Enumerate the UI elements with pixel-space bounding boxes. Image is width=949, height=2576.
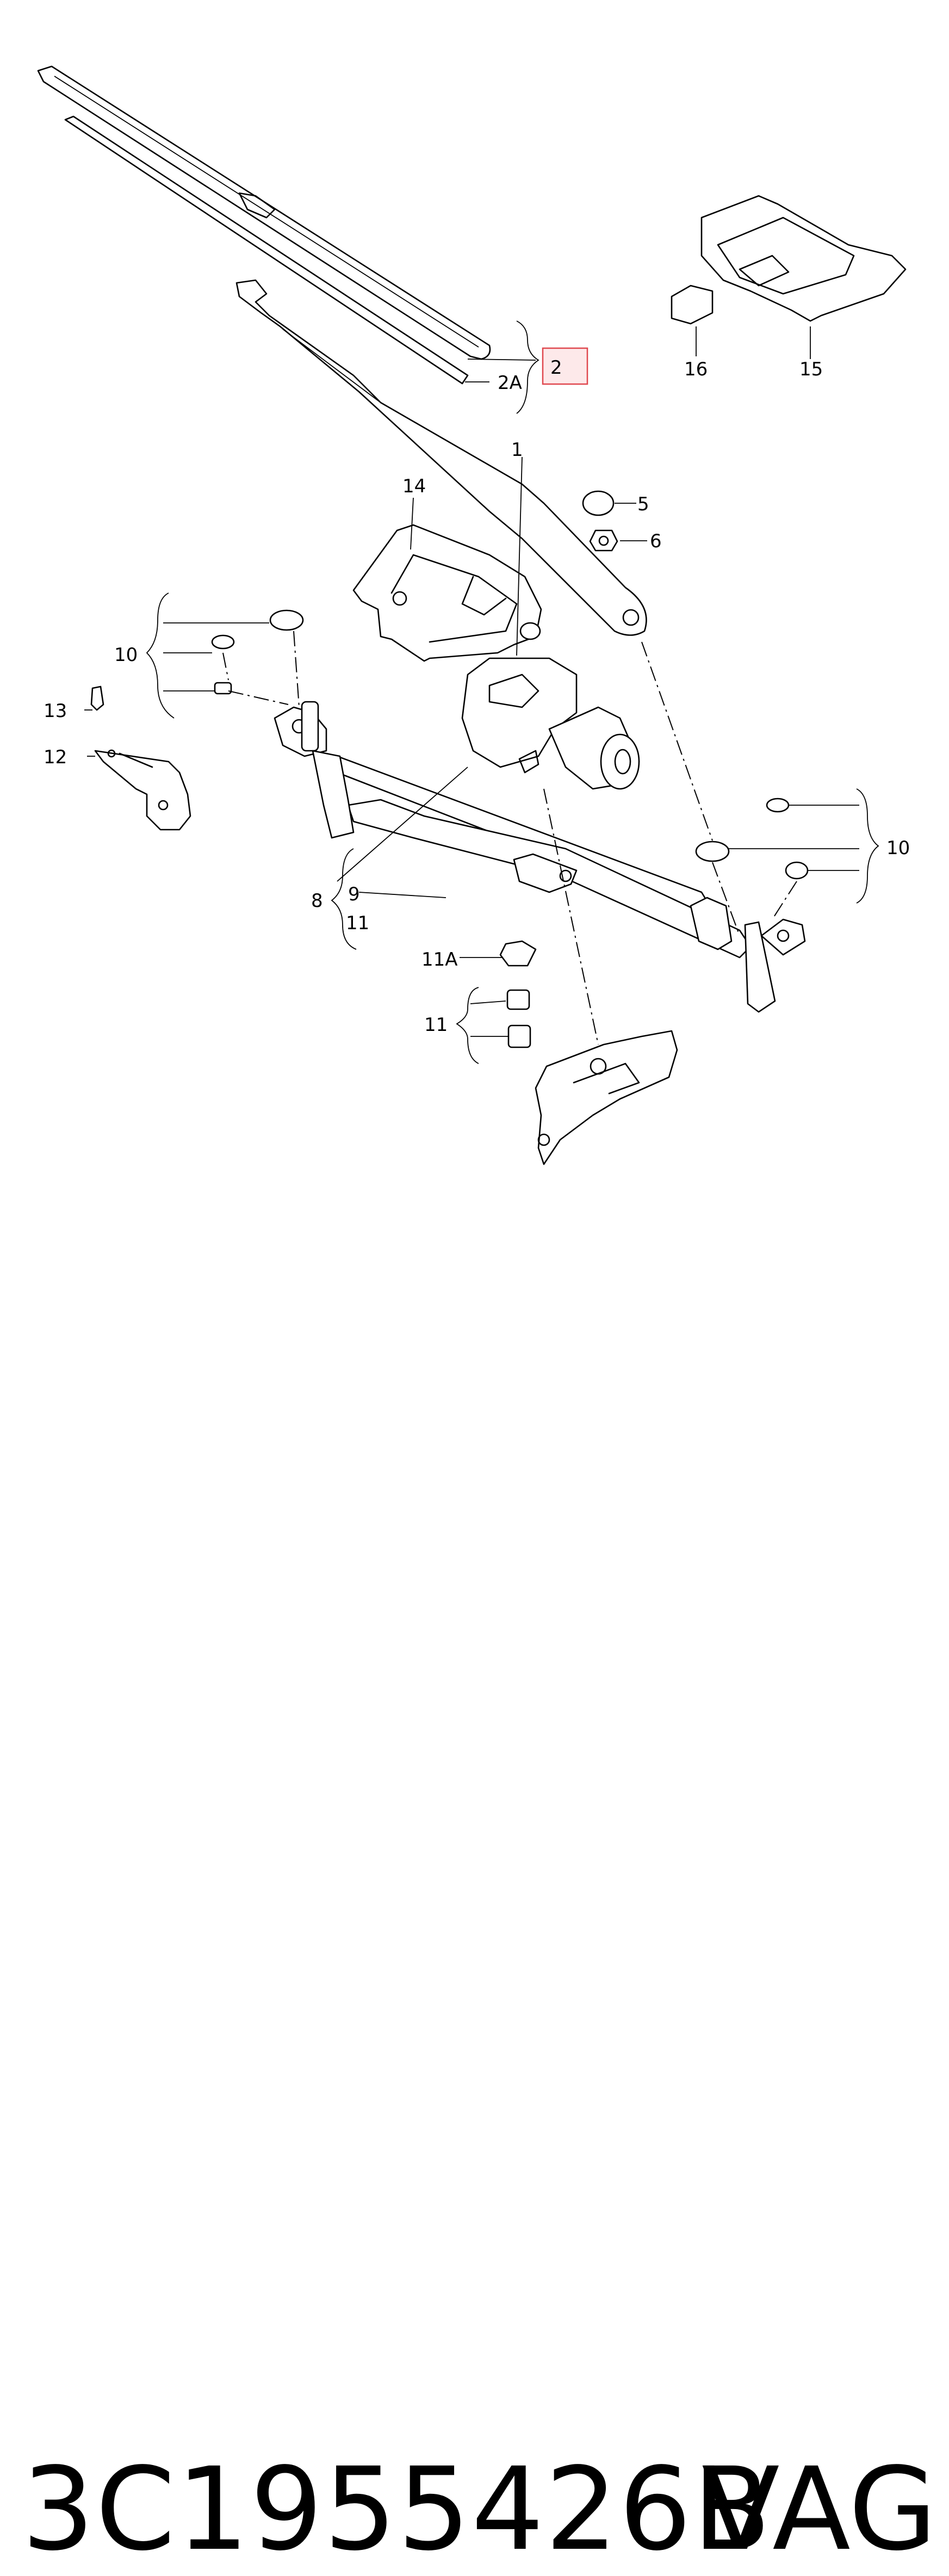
- wiper-arm: [235, 279, 647, 636]
- highlight-box-2: [542, 347, 588, 385]
- brand-name: VAG: [702, 2443, 937, 2576]
- wiper-parts-diagram: 2 2A 1 5 6 14 16 15 10 13 12 8 9 11 11A …: [37, 65, 910, 1165]
- group-brackets: [146, 320, 879, 1064]
- label-12: 12: [44, 746, 67, 768]
- label-8: 8: [311, 890, 323, 912]
- label-10-right: 10: [886, 837, 910, 859]
- label-2a: 2A: [498, 372, 522, 394]
- label-2: 2: [550, 357, 562, 379]
- sensor-and-connector: [671, 195, 907, 359]
- label-11-lower: 11: [424, 1014, 448, 1036]
- linkage: [336, 755, 752, 959]
- label-15: 15: [799, 359, 823, 380]
- label-5: 5: [637, 493, 649, 515]
- wiper-motor: [461, 657, 640, 790]
- cover: [352, 524, 542, 662]
- leader-lines: [84, 359, 859, 1037]
- label-9: 9: [348, 884, 360, 905]
- assembly-lines: [222, 631, 797, 1045]
- bracket-and-bolt: [90, 685, 191, 831]
- label-11-group8: 11: [346, 912, 369, 934]
- label-10-left: 10: [114, 644, 138, 666]
- right-pivot: [690, 798, 809, 1013]
- left-pivot: [211, 609, 355, 839]
- label-16: 16: [684, 359, 708, 380]
- footer: 3C1955426B VAG: [0, 1224, 949, 2567]
- wiper-blade: [37, 65, 491, 385]
- grommets: [499, 940, 537, 1048]
- label-6: 6: [650, 530, 662, 552]
- callout-labels: 2 2A 1 5 6 14 16 15 10 13 12 8 9 11 11A …: [44, 347, 910, 1036]
- label-13: 13: [44, 700, 67, 722]
- label-11a: 11A: [421, 949, 458, 971]
- label-14: 14: [402, 475, 426, 497]
- mounting-plate: [535, 1030, 678, 1165]
- label-1: 1: [511, 439, 523, 461]
- cap-and-nut: [582, 490, 647, 552]
- part-number: 3C1955426B: [22, 2443, 772, 2576]
